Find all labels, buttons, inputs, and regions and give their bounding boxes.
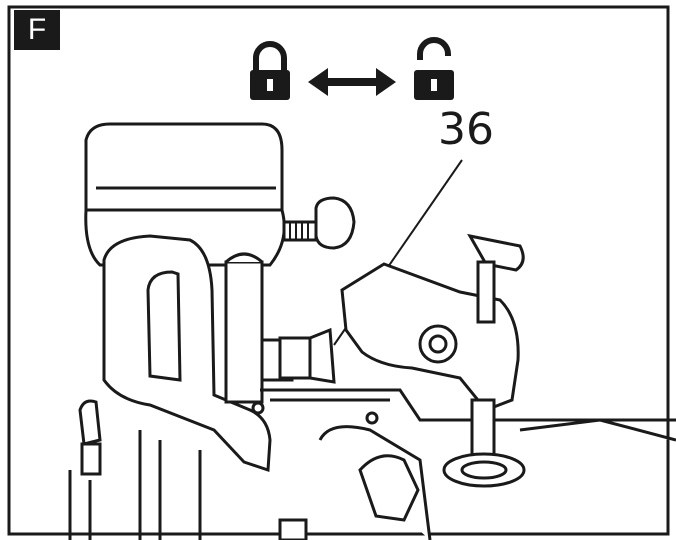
double-arrow-icon (308, 68, 396, 96)
clamp-arm (340, 262, 520, 412)
saw-handle (102, 234, 272, 473)
figure-border (7, 5, 670, 536)
lower-mechanism (138, 418, 676, 540)
callout-number-36: 36 (438, 104, 494, 155)
clamp-screw (442, 233, 526, 488)
motor-housing (84, 122, 286, 267)
lock-pin-36 (278, 327, 336, 384)
center-column (224, 252, 294, 404)
side-knob (68, 399, 102, 540)
adjustment-knob (282, 196, 356, 250)
lock-closed-icon (250, 41, 290, 100)
panel-label: F (14, 10, 60, 50)
lock-open-icon (414, 37, 454, 100)
